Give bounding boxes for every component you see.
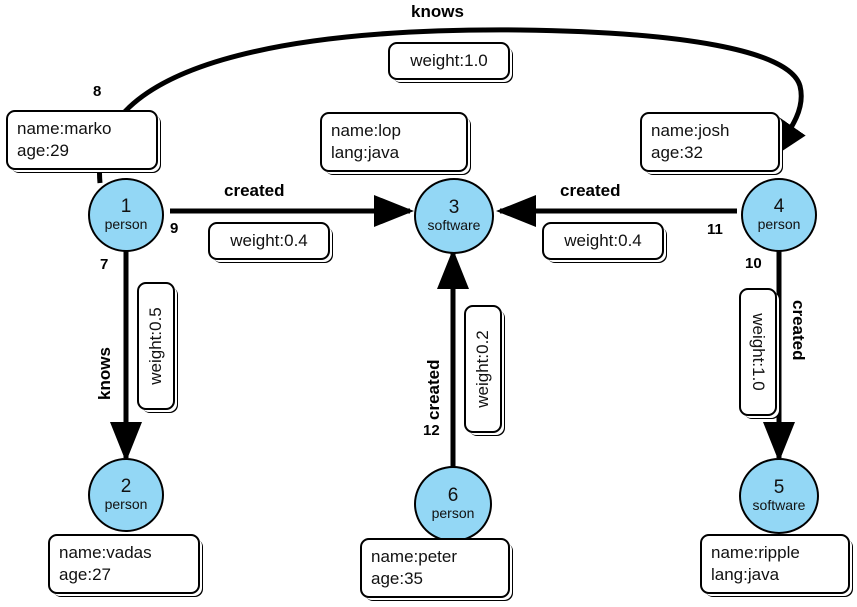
vertex-1-id: 1	[120, 196, 132, 218]
vertex-1-label: person	[104, 216, 148, 233]
vertex-6-properties: name:peter age:35	[360, 538, 510, 599]
vertex-2-properties: name:vadas age:27	[48, 534, 200, 595]
edge-7-weight: weight:0.5	[137, 282, 175, 410]
vertex-5-label: software	[752, 497, 806, 514]
property-line: name:vadas	[59, 543, 152, 562]
vertex-2-label: person	[104, 496, 148, 513]
property-line: lang:java	[711, 565, 780, 585]
edge-10-weight: weight:1.0	[739, 288, 777, 416]
vertex-1[interactable]: 1 person	[88, 178, 164, 252]
edge-8-weight-text: weight:1.0	[410, 51, 488, 70]
vertex-6-id: 6	[447, 485, 459, 507]
edge-10-weight-text: weight:1.0	[749, 313, 768, 391]
vertex-6[interactable]: 6 person	[414, 466, 492, 542]
vertex-1-properties: name:marko age:29	[6, 110, 158, 171]
edge-9-label: created	[224, 181, 285, 200]
edge-12-label: created	[424, 359, 443, 420]
vertex-3[interactable]: 3 software	[414, 178, 494, 254]
property-line: name:ripple	[711, 543, 800, 562]
edge-11-weight: weight:0.4	[542, 222, 664, 260]
edge-9-id: 9	[170, 220, 179, 237]
edge-7-weight-text: weight:0.5	[146, 307, 165, 385]
edge-10-label: created	[789, 300, 808, 361]
edge-11-id: 11	[707, 221, 723, 238]
vertex-2[interactable]: 2 person	[88, 458, 164, 532]
vertex-4[interactable]: 4 person	[741, 178, 817, 252]
property-line: name:peter	[371, 547, 457, 566]
edge-12-id: 12	[423, 422, 440, 439]
vertex-6-label: person	[431, 505, 475, 522]
vertex-5-id: 5	[773, 477, 785, 499]
edge-7-id: 7	[100, 256, 109, 273]
edge-7-label: knows	[95, 347, 114, 400]
edge-12-weight-text: weight:0.2	[473, 330, 492, 408]
property-line: name:marko	[17, 119, 112, 138]
vertex-4-label: person	[757, 216, 801, 233]
edge-8-label: knows	[411, 2, 464, 21]
vertex-5[interactable]: 5 software	[739, 458, 819, 534]
edge-10-id: 10	[745, 255, 762, 272]
vertex-3-id: 3	[448, 197, 460, 219]
vertex-5-properties: name:ripple lang:java	[700, 534, 850, 595]
property-line: age:35	[371, 569, 423, 589]
edge-8-id: 8	[93, 83, 102, 100]
property-line: name:lop	[331, 121, 401, 140]
edge-12-weight: weight:0.2	[464, 305, 502, 433]
edge-11-weight-text: weight:0.4	[564, 231, 642, 250]
property-line: lang:java	[331, 143, 400, 163]
edge-9-weight-text: weight:0.4	[230, 231, 308, 250]
vertex-3-properties: name:lop lang:java	[320, 112, 468, 173]
vertex-3-label: software	[427, 217, 481, 234]
property-line: age:27	[59, 565, 111, 585]
vertex-4-properties: name:josh age:32	[640, 112, 780, 173]
vertex-4-id: 4	[773, 196, 785, 218]
edge-9-weight: weight:0.4	[208, 222, 330, 260]
property-line: age:29	[17, 141, 69, 161]
edge-8-weight: weight:1.0	[388, 42, 510, 80]
edge-11-label: created	[560, 181, 621, 200]
edge-8-path	[97, 27, 806, 184]
property-line: name:josh	[651, 121, 730, 140]
property-line: age:32	[651, 143, 703, 163]
vertex-2-id: 2	[120, 476, 132, 498]
